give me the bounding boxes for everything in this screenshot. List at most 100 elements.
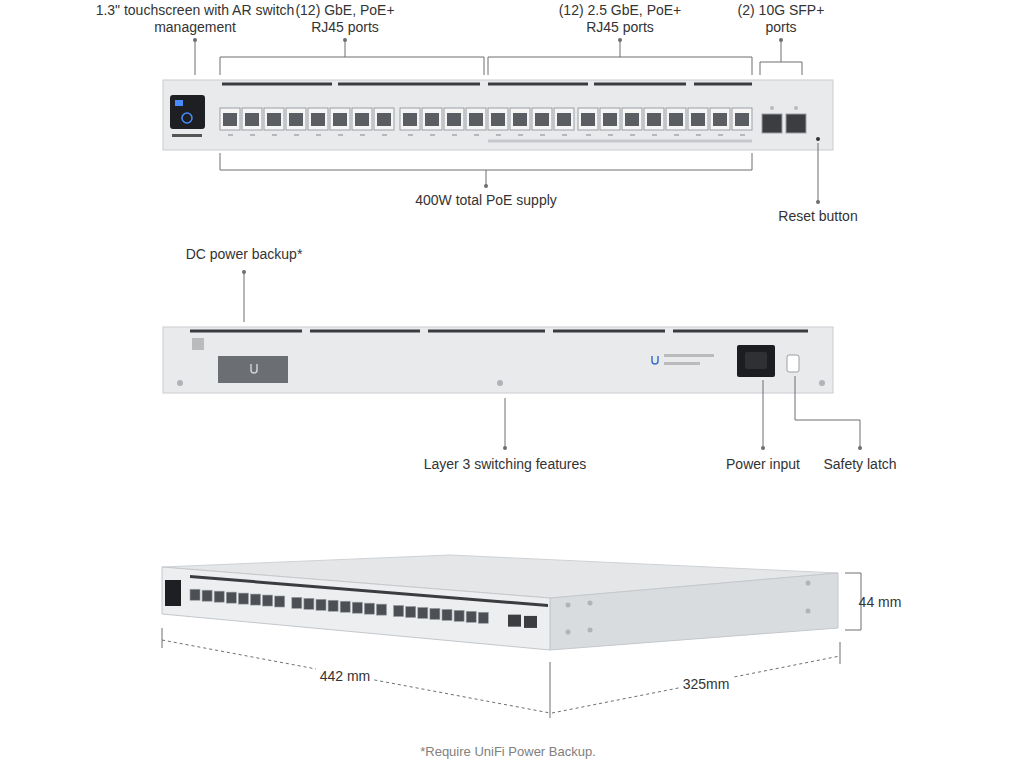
rj45-opening [535, 113, 549, 126]
screws [177, 380, 825, 386]
iso-ports [190, 589, 537, 628]
iso-port [442, 609, 452, 620]
port-number-mark [518, 134, 523, 136]
port-number-mark [718, 134, 723, 136]
iso-port [406, 606, 416, 617]
rj45-port [532, 108, 552, 130]
front-vents [222, 83, 752, 86]
iso-port [418, 607, 428, 618]
callout-label: Safety latch [823, 456, 896, 473]
safety-latch [787, 355, 799, 372]
iso-port [190, 589, 200, 600]
rj45-port [352, 108, 372, 130]
iso-port [478, 612, 488, 623]
rj45-port [554, 108, 574, 130]
callout-label: 44 mm [859, 594, 902, 611]
iso-port [238, 593, 248, 604]
rj45-port [242, 108, 262, 130]
iso-port [377, 604, 387, 615]
rj45-ports [220, 108, 752, 136]
rj45-port [710, 108, 730, 130]
port-number-mark [430, 134, 435, 136]
rating-text [664, 362, 700, 365]
iso-port [292, 597, 302, 608]
rj45-opening [513, 113, 527, 126]
power-inlet-socket [745, 352, 767, 369]
rear-panel [163, 327, 833, 393]
power-inlet [737, 345, 775, 377]
screws [566, 581, 811, 635]
rj45-port [466, 108, 486, 130]
rj45-port [622, 108, 642, 130]
port-number-mark [250, 134, 255, 136]
iso-vents [190, 575, 548, 607]
rj45-opening [713, 113, 727, 126]
rj45-port [286, 108, 306, 130]
rj45-opening [557, 113, 571, 126]
callout-label: Reset button [778, 208, 857, 225]
iso-port [275, 596, 285, 607]
reset-hole [816, 137, 820, 141]
port-number-mark [272, 134, 277, 136]
iso-port [364, 603, 374, 614]
touchscreen [170, 95, 205, 129]
callout-label: Power input [726, 456, 800, 473]
iso-port [251, 594, 261, 605]
rj45-port [600, 108, 620, 130]
callout-label: 442 mm [316, 668, 375, 685]
rj45-port [400, 108, 420, 130]
iso-touchscreen [165, 580, 181, 606]
rj45-opening [581, 113, 595, 126]
port-number-mark [674, 134, 679, 136]
front-face [162, 567, 550, 650]
rj45-port [220, 108, 240, 130]
port-number-mark [652, 134, 657, 136]
rj45-opening [603, 113, 617, 126]
port-number-mark [294, 134, 299, 136]
iso-port [394, 606, 404, 617]
rj45-opening [333, 113, 347, 126]
rj45-port [330, 108, 350, 130]
rj45-port [688, 108, 708, 130]
leader-lines [244, 272, 860, 448]
iso-port [352, 602, 362, 613]
rj45-port [510, 108, 530, 130]
callout-label: 1.3" touchscreen with AR switch manageme… [95, 2, 295, 36]
rj45-opening [491, 113, 505, 126]
callout-label: 400W total PoE supply [415, 192, 557, 209]
rj45-port [488, 108, 508, 130]
port-number-mark [408, 134, 413, 136]
screen-ring [182, 113, 192, 123]
iso-sfp [524, 616, 537, 628]
rj45-port [422, 108, 442, 130]
port-number-mark [562, 134, 567, 136]
leader-dots [242, 270, 862, 450]
rj45-opening [691, 113, 705, 126]
iso-port [263, 595, 273, 606]
port-number-mark [382, 134, 387, 136]
rj45-port [264, 108, 284, 130]
led [770, 106, 774, 110]
rj45-opening [267, 113, 281, 126]
rj45-opening [447, 113, 461, 126]
iso-port [340, 601, 350, 612]
port-number-mark [228, 134, 233, 136]
rj45-opening [223, 113, 237, 126]
dc-backup-port [218, 356, 288, 383]
rj45-port [732, 108, 752, 130]
iso-sfp [508, 615, 521, 627]
iso-port [316, 599, 326, 610]
rj45-opening [625, 113, 639, 126]
iso-port [202, 590, 212, 601]
front-panel [163, 80, 833, 150]
rj45-opening [425, 113, 439, 126]
rj45-opening [735, 113, 749, 126]
port-number-mark [740, 134, 745, 136]
rj45-port [666, 108, 686, 130]
rj45-port [644, 108, 664, 130]
port-number-mark [338, 134, 343, 136]
iso-port [328, 600, 338, 611]
rj45-opening [669, 113, 683, 126]
